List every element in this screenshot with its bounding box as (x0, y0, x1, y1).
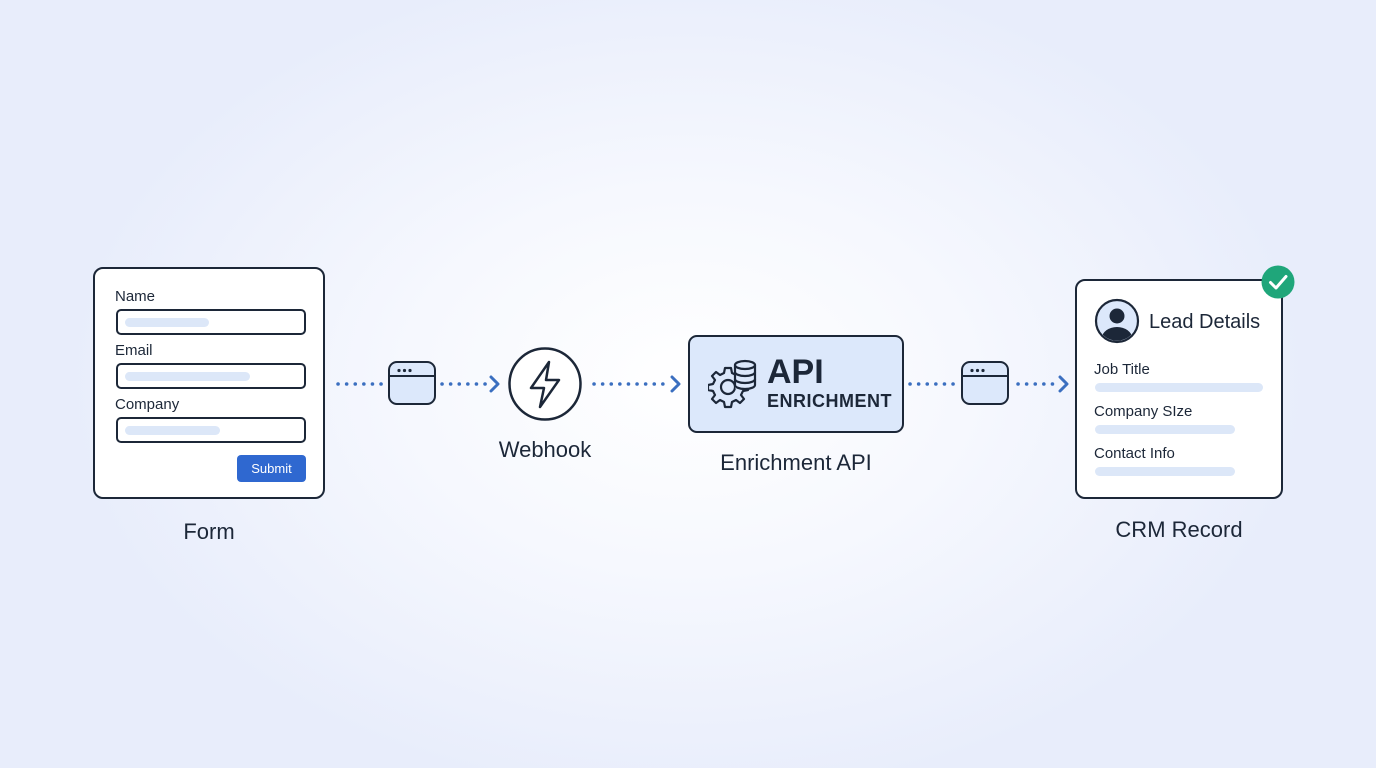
avatar-icon (1094, 298, 1140, 344)
connector-api-crm (908, 375, 1069, 393)
submit-button[interactable]: Submit (237, 455, 306, 482)
payload-window-icon (388, 361, 436, 405)
form-field-label-name: Name (115, 288, 156, 305)
gear-database-icon (708, 359, 757, 409)
connector-webhook-api (592, 375, 681, 393)
crm-field-value-placeholder (1095, 467, 1235, 476)
crm-field-label-company-size: Company SIze (1094, 403, 1193, 420)
check-badge-icon (1261, 265, 1295, 299)
form-field-label-email: Email (115, 342, 153, 359)
api-caption: Enrichment API (720, 450, 872, 475)
company-field[interactable] (116, 417, 306, 443)
webhook-caption: Webhook (498, 437, 592, 462)
crm-field-value-placeholder (1095, 383, 1263, 392)
connector-form-webhook (336, 375, 500, 393)
form-caption: Form (183, 519, 235, 544)
api-enrichment-card: API ENRICHMENT (688, 335, 904, 433)
crm-heading: Lead Details (1149, 311, 1261, 333)
api-subtitle: ENRICHMENT (767, 391, 892, 411)
email-field[interactable] (116, 363, 306, 389)
api-title: API (767, 353, 824, 391)
crm-field-value-placeholder (1095, 425, 1235, 434)
crm-field-label-contact-info: Contact Info (1094, 445, 1175, 462)
lightning-bolt-icon (508, 347, 582, 421)
name-field[interactable] (116, 309, 306, 335)
form-card: Name Email Company Submit (93, 267, 325, 499)
form-field-label-company: Company (115, 396, 180, 413)
crm-record-card: Lead Details Job Title Company SIze Cont… (1075, 279, 1283, 499)
crm-field-label-job-title: Job Title (1094, 361, 1150, 378)
payload-window-icon (961, 361, 1009, 405)
crm-caption: CRM Record (1115, 517, 1243, 542)
